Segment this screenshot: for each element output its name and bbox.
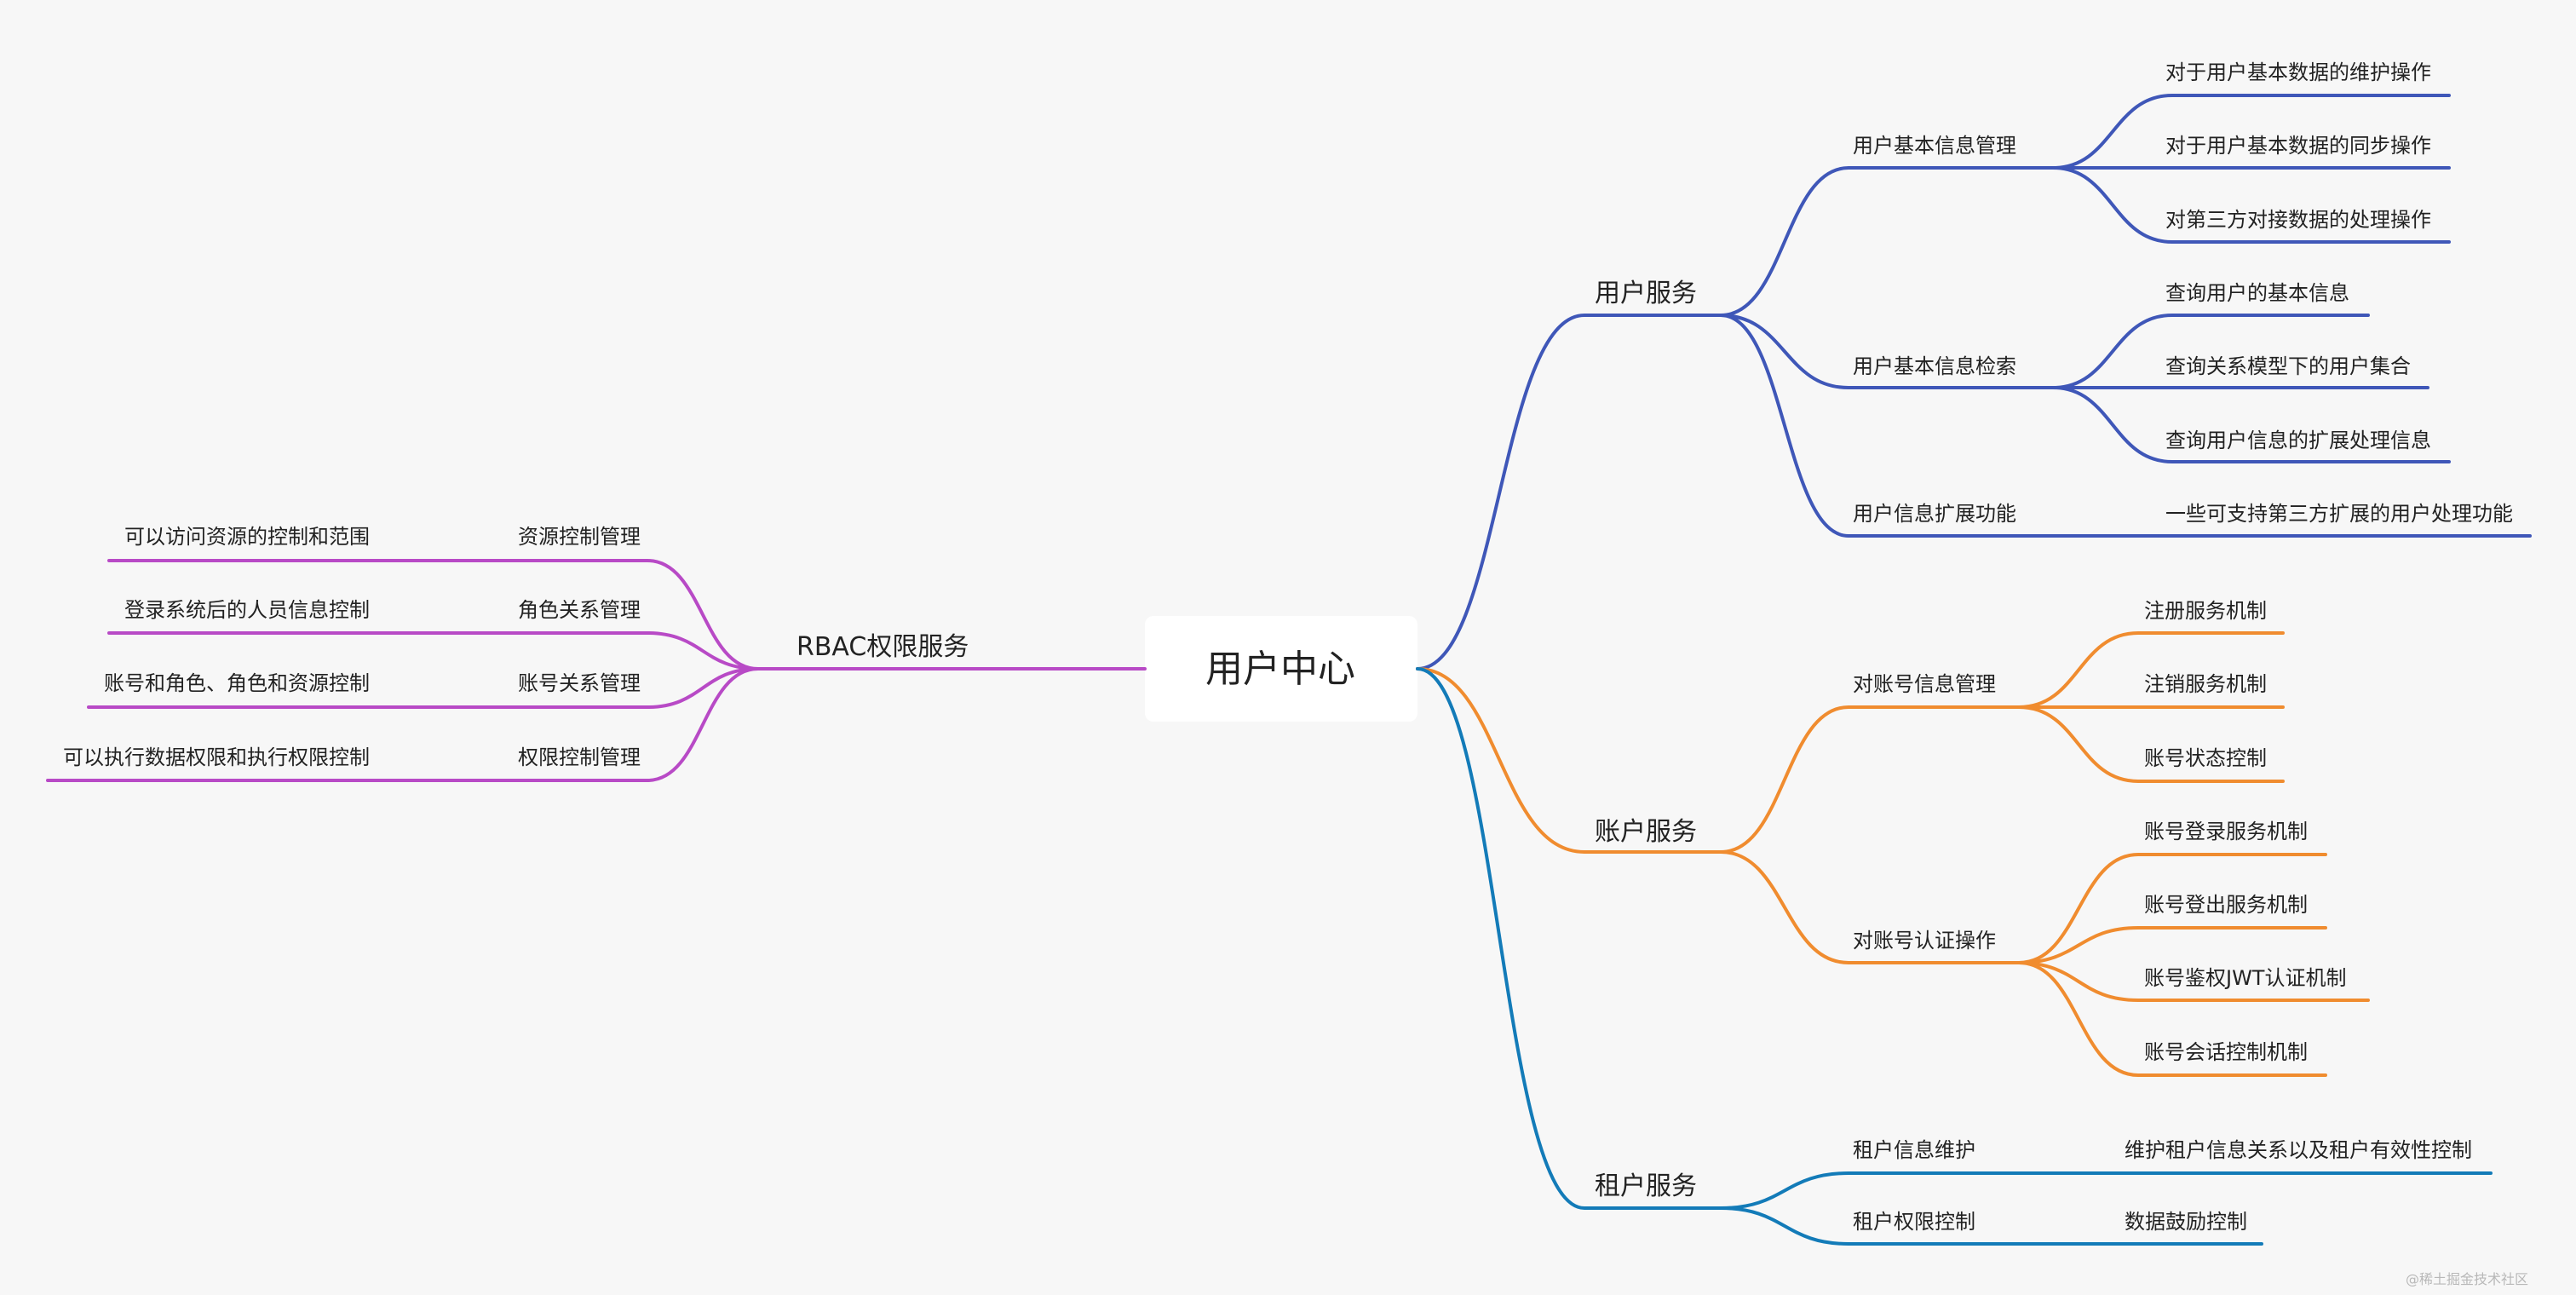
leaf-jwt[interactable]: 账号鉴权JWT认证机制 <box>2144 966 2346 990</box>
connector-acc-leaf-2-1 <box>2017 853 2327 964</box>
node-rbac-resource[interactable]: 资源控制管理 <box>518 525 641 549</box>
leaf-rbac-account-role[interactable]: 账号和角色、角色和资源控制 <box>104 671 370 695</box>
connector-acc-leaf-2-4 <box>2017 961 2327 1077</box>
branch-rbac-service[interactable]: RBAC权限服务 <box>796 632 969 662</box>
connector-leaf-1-1 <box>2051 94 2451 170</box>
node-rbac-role[interactable]: 角色关系管理 <box>518 598 641 622</box>
leaf-rbac-exec-perm[interactable]: 可以执行数据权限和执行权限控制 <box>63 745 370 769</box>
node-account-auth[interactable]: 对账号认证操作 <box>1853 929 1996 953</box>
branch-user-service[interactable]: 用户服务 <box>1595 279 1697 308</box>
connector-acc-leaf-1-3 <box>2017 705 2285 783</box>
leaf-user-maintain[interactable]: 对于用户基本数据的维护操作 <box>2165 60 2431 84</box>
connector-account-auth <box>1719 850 2021 964</box>
connector-acc-leaf-2-3 <box>2017 961 2370 1002</box>
leaf-query-relation[interactable]: 查询关系模型下的用户集合 <box>2165 354 2411 378</box>
connector-tenant-perm <box>1719 1206 2263 1246</box>
node-rbac-account[interactable]: 账号关系管理 <box>518 671 641 695</box>
leaf-ext-function[interactable]: 一些可支持第三方扩展的用户处理功能 <box>2165 502 2513 526</box>
connector-rbac-role <box>107 631 760 671</box>
leaf-third-party[interactable]: 对第三方对接数据的处理操作 <box>2165 208 2431 232</box>
connector-rbac-perm <box>46 667 760 782</box>
connector-leaf-2-1 <box>2051 314 2370 389</box>
connector-tenant-info <box>1719 1171 2493 1210</box>
connectors <box>46 94 2532 1246</box>
leaf-query-ext[interactable]: 查询用户信息的扩展处理信息 <box>2165 429 2431 452</box>
leaf-login[interactable]: 账号登录服务机制 <box>2144 820 2308 843</box>
leaf-user-sync[interactable]: 对于用户基本数据的同步操作 <box>2165 134 2431 158</box>
node-user-ext[interactable]: 用户信息扩展功能 <box>1853 502 2016 526</box>
connector-user-ext <box>1719 314 2161 538</box>
connector-account-info-mgmt <box>1719 705 2021 854</box>
connector-rbac-resource <box>107 559 760 671</box>
leaf-data-control[interactable]: 数据鼓励控制 <box>2125 1210 2247 1234</box>
branch-account-service[interactable]: 账户服务 <box>1595 817 1697 847</box>
node-user-basic-search[interactable]: 用户基本信息检索 <box>1853 354 2016 378</box>
branch-tenant-service[interactable]: 租户服务 <box>1595 1171 1697 1201</box>
leaf-rbac-resource-scope[interactable]: 可以访问资源的控制和范围 <box>124 525 370 549</box>
node-account-info-mgmt[interactable]: 对账号信息管理 <box>1853 672 1996 696</box>
root-node-label: 用户中心 <box>1205 648 1355 691</box>
connector-acc-leaf-1-1 <box>2017 631 2285 709</box>
leaf-account-status[interactable]: 账号状态控制 <box>2144 746 2267 770</box>
leaf-rbac-login-personnel[interactable]: 登录系统后的人员信息控制 <box>124 598 370 622</box>
leaf-tenant-maintain[interactable]: 维护租户信息关系以及租户有效性控制 <box>2125 1138 2472 1162</box>
node-tenant-perm[interactable]: 租户权限控制 <box>1853 1210 1975 1234</box>
node-user-basic-mgmt[interactable]: 用户基本信息管理 <box>1853 134 2016 158</box>
node-rbac-perm[interactable]: 权限控制管理 <box>518 745 641 769</box>
watermark: @稀土掘金技术社区 <box>2405 1271 2528 1287</box>
leaf-register[interactable]: 注册服务机制 <box>2144 599 2267 623</box>
connector-rbac-account <box>87 667 760 709</box>
root-node-box[interactable] <box>1145 616 1417 722</box>
leaf-session[interactable]: 账号会话控制机制 <box>2144 1040 2308 1064</box>
connector-acc-leaf-2-2 <box>2017 926 2327 964</box>
connector-user-basic-search <box>1719 314 2055 389</box>
connector-leaf-2-3 <box>2051 386 2451 463</box>
leaf-logout[interactable]: 账号登出服务机制 <box>2144 893 2308 917</box>
connector-root-user-service <box>1416 314 1722 671</box>
connector-user-basic-mgmt <box>1719 166 2055 317</box>
connector-root-account-service <box>1416 667 1722 854</box>
node-tenant-info[interactable]: 租户信息维护 <box>1853 1138 1975 1162</box>
connector-root-tenant-service <box>1416 667 1722 1210</box>
leaf-cancel[interactable]: 注销服务机制 <box>2144 672 2267 696</box>
connector-leaf-1-3 <box>2051 166 2451 244</box>
leaf-query-basic[interactable]: 查询用户的基本信息 <box>2165 281 2349 305</box>
